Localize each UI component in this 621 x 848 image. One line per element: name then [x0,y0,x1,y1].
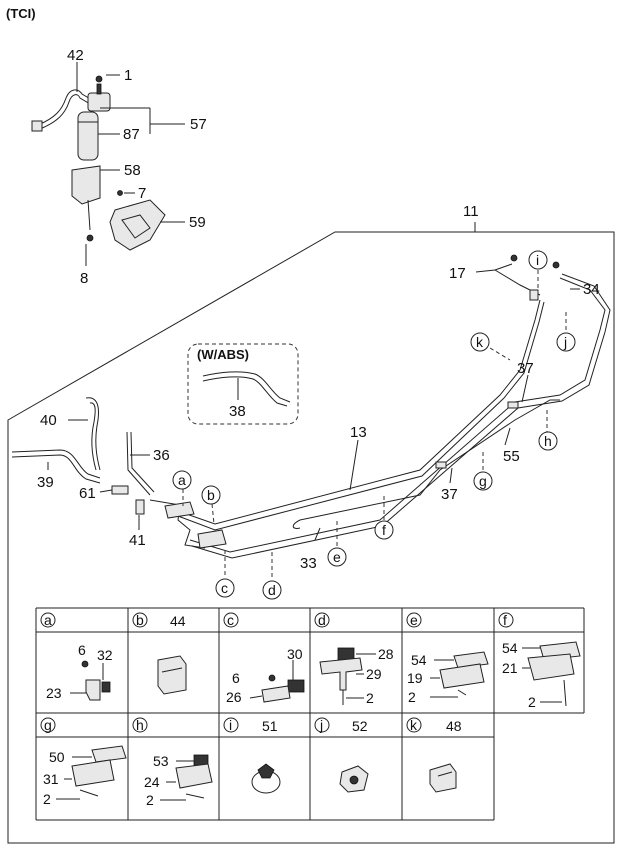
cell-f-item-54: 54 [502,640,518,656]
label-1: 1 [124,67,132,84]
cell-e-item-19: 19 [407,670,423,686]
cell-g-item-2: 2 [43,791,51,807]
cell-f-item-21: 21 [502,660,518,676]
cell-d-letter: d [318,612,326,628]
callout-d: d [268,582,276,598]
cell-k-part: 48 [446,718,462,734]
main-assembly-outline [7,231,615,844]
abs-box-label: (W/ABS) [197,347,249,362]
label-61: 61 [79,485,96,502]
callout-leaders [182,270,567,580]
detail-table: a b 44 c d e f 6 32 23 30 6 26 28 [35,607,585,821]
cell-e-letter: e [410,612,418,628]
label-57: 57 [190,116,207,133]
callout-b: b [207,487,215,503]
cell-g-item-50: 50 [49,749,65,765]
cell-g-item-31: 31 [43,771,59,787]
label-58: 58 [124,162,141,179]
label-38: 38 [229,403,246,420]
callout-j: j [563,334,567,350]
cell-j-part: 52 [352,718,368,734]
bracket-59 [109,199,166,251]
cell-b-letter: b [136,612,144,628]
callout-k: k [476,334,484,350]
fuel-filter-assembly: 42 1 57 87 58 7 59 8 [31,47,207,287]
diagram-title: (TCI) [6,6,36,21]
cell-a-item-32: 32 [97,647,113,663]
cell-i-part: 51 [262,718,278,734]
clip-48 [429,763,457,793]
bracket-58 [71,165,101,205]
label-11: 11 [463,203,479,220]
label-55: 55 [503,448,520,465]
label-13: 13 [350,424,367,441]
label-40: 40 [40,412,57,429]
callout-e: e [333,549,341,565]
cell-k-letter: k [410,717,418,733]
label-34: 34 [583,281,600,298]
fuel-pipe-routing [11,254,611,559]
cell-d-item-28: 28 [378,646,394,662]
cell-h-item-53: 53 [153,753,169,769]
cell-g-letter: g [44,717,52,733]
label-33: 33 [300,555,317,572]
label-7: 7 [138,185,146,202]
filter-element [77,111,99,161]
cell-b-part: 44 [170,613,186,629]
callout-c: c [221,580,228,596]
label-39: 39 [37,474,54,491]
label-37-upper: 37 [517,360,534,377]
label-59: 59 [189,214,206,231]
cell-a-letter: a [44,612,52,628]
label-17: 17 [449,265,466,282]
hose-42 [37,89,93,126]
cell-h-item-2: 2 [146,792,154,808]
label-42: 42 [67,47,84,64]
pipe-39 [11,449,101,479]
cell-a-item-23: 23 [46,685,62,701]
callout-circles: a b c d e f g h i j k [172,250,576,600]
cell-c-item-30: 30 [287,646,303,662]
callout-h: h [544,433,552,449]
cell-i-letter: i [229,717,232,733]
pipe-40 [85,397,101,471]
label-36: 36 [153,447,170,464]
cell-d-item-2: 2 [366,690,374,706]
cell-j-letter: j [319,717,323,733]
cell-h-item-24: 24 [144,774,160,790]
callout-a: a [178,472,186,488]
pipe-38 [202,371,291,403]
cell-e-item-54: 54 [411,652,427,668]
cell-f-item-2: 2 [528,694,536,710]
label-41: 41 [129,532,146,549]
label-87: 87 [123,126,140,143]
callout-i: i [536,252,539,268]
label-37-lower: 37 [441,486,458,503]
callout-f: f [382,522,386,538]
abs-variant-box: (W/ABS) 38 [187,343,299,425]
cell-e-item-2: 2 [408,689,416,705]
cell-f-letter: f [503,612,507,628]
cell-a-item-6: 6 [78,642,86,658]
callout-g: g [479,473,487,489]
cell-c-item-6: 6 [232,670,240,686]
cell-d-item-29: 29 [366,666,382,682]
cell-c-letter: c [227,612,234,628]
main-labels: 17 34 37 13 55 37 40 36 39 61 41 33 [37,265,600,572]
pipe-36 [126,431,151,496]
label-8: 8 [80,270,88,287]
cell-h-letter: h [136,717,144,733]
cell-c-item-26: 26 [226,689,242,705]
clip-44 [157,655,187,695]
